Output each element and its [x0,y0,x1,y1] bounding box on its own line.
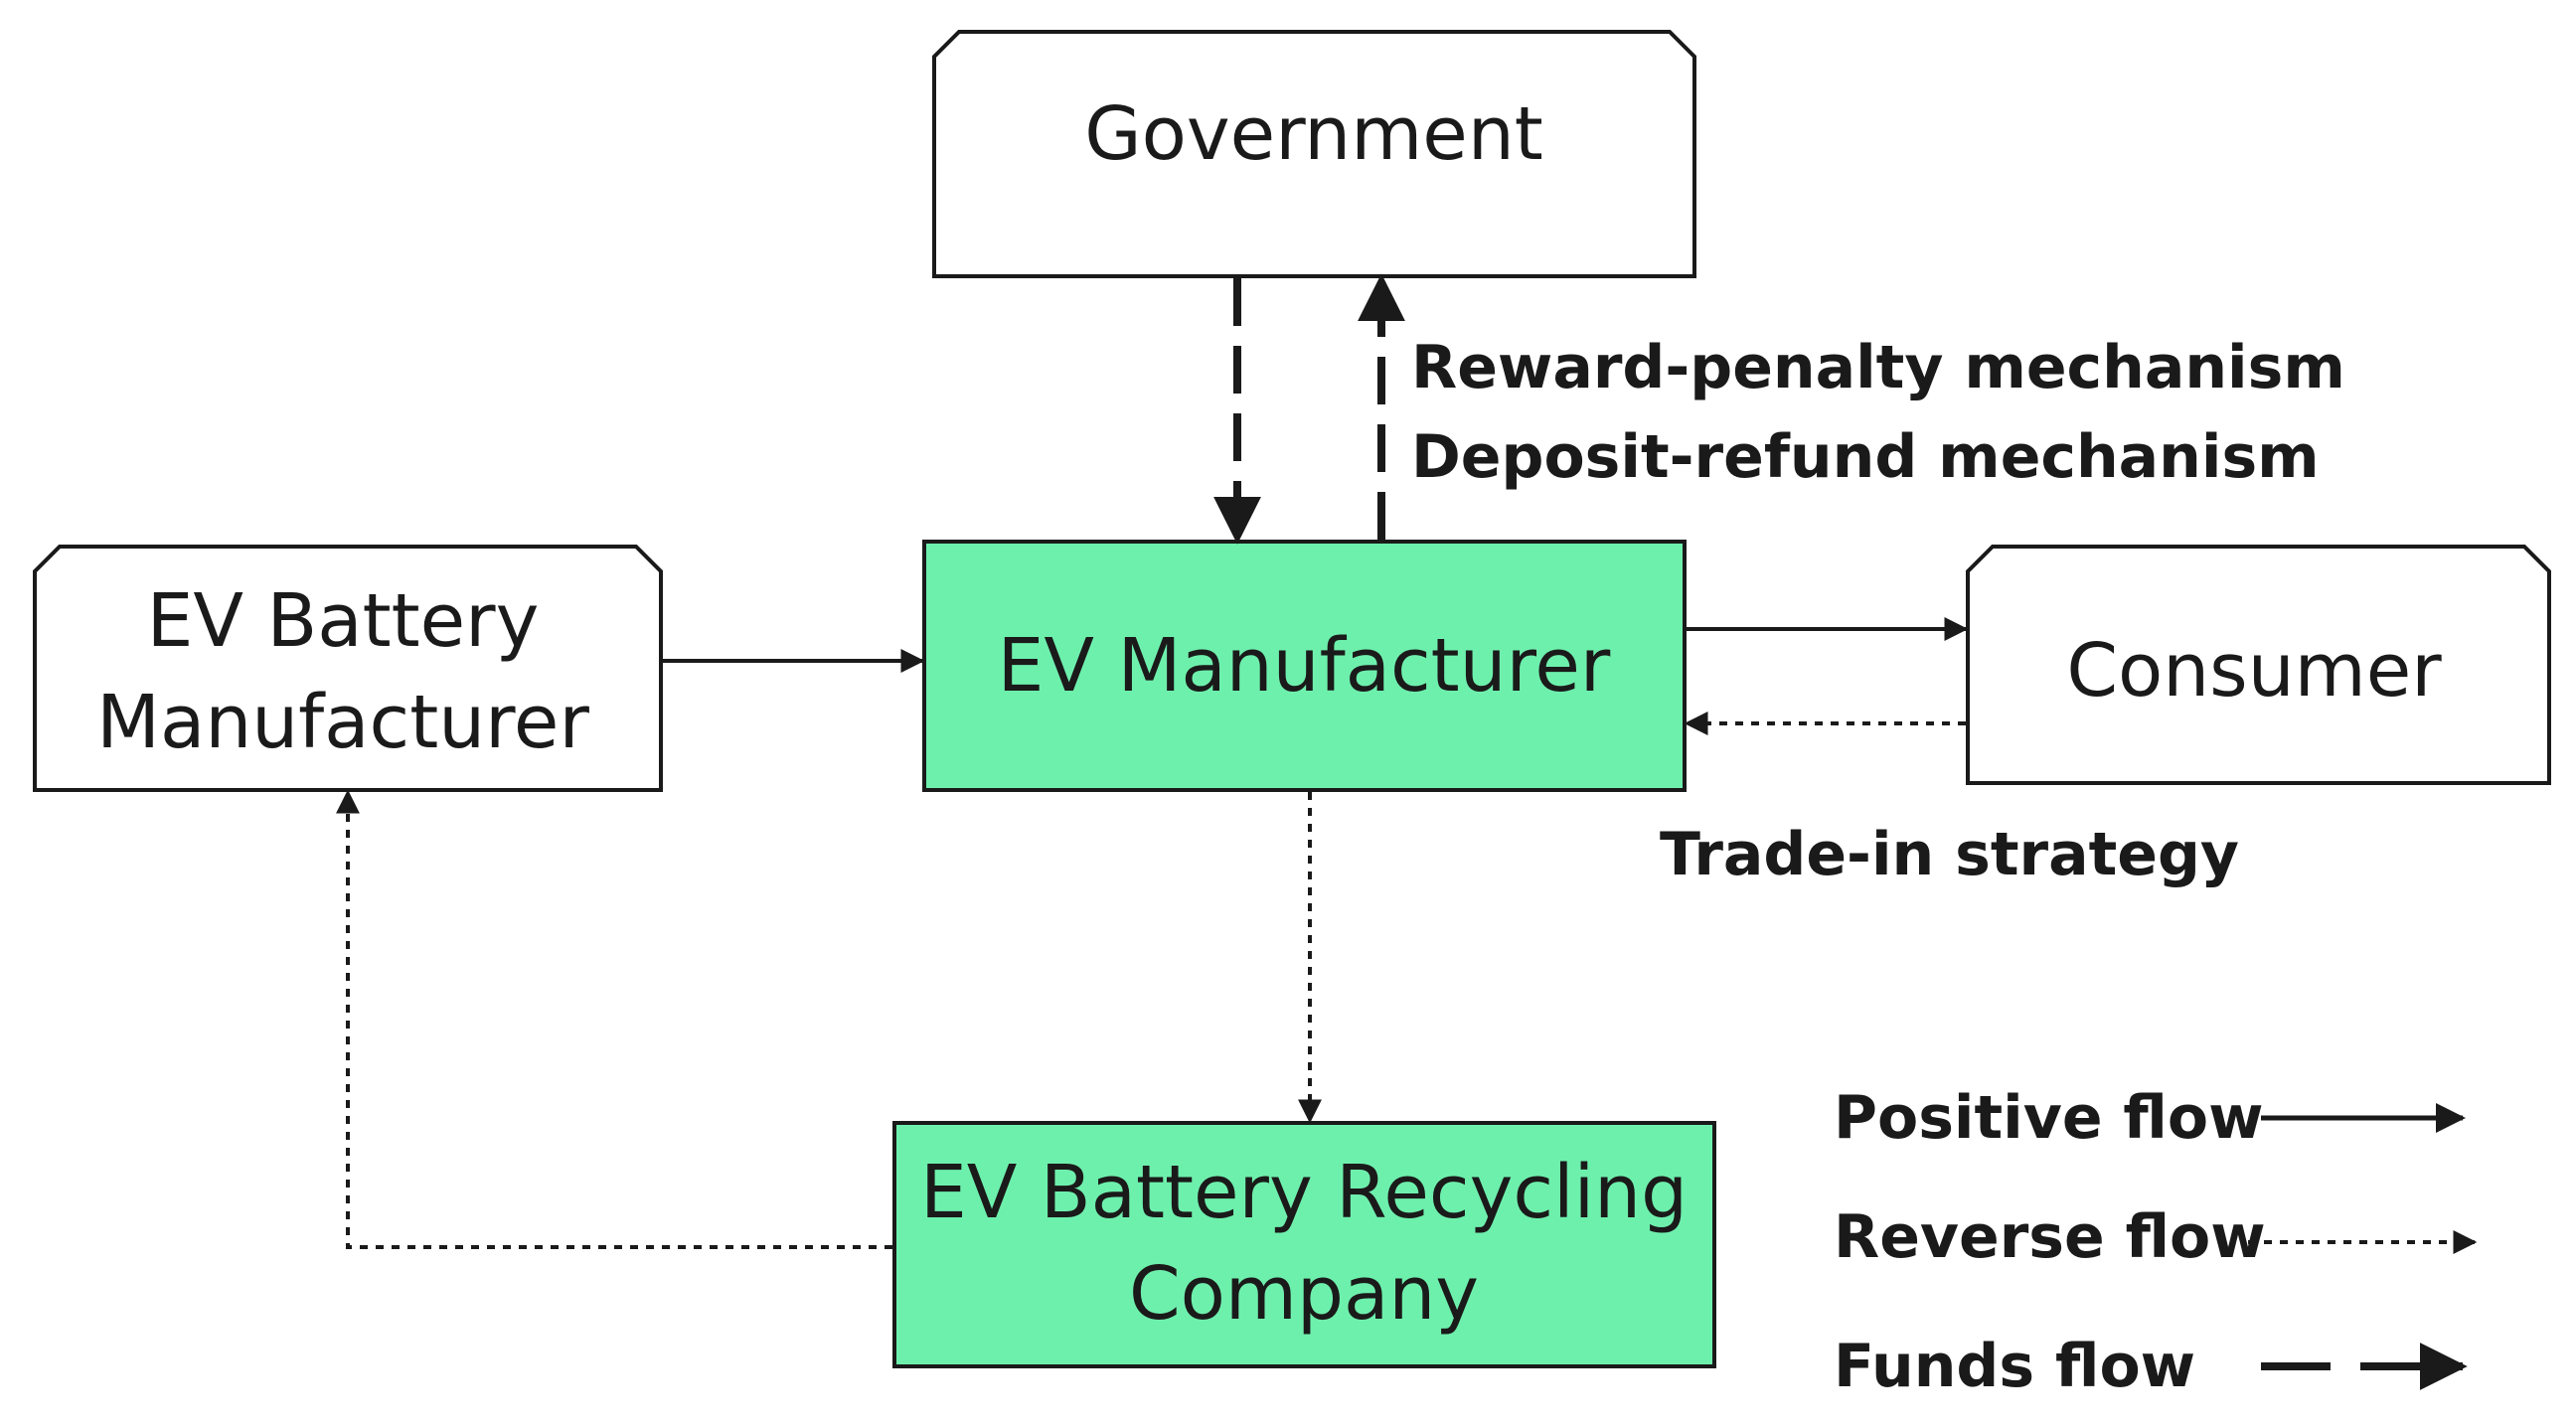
deposit-refund-label: Deposit-refund mechanism [1411,422,2320,492]
recycling-company-label-line2: Company [1129,1251,1479,1337]
legend-funds-flow-label: Funds flow [1834,1332,2195,1401]
recycling-company-label-line1: EV Battery Recycling [920,1150,1688,1235]
ev-manufacturer-node: EV Manufacturer [922,540,1687,792]
reward-penalty-label: Reward-penalty mechanism [1411,333,2345,402]
trade-in-strategy-label: Trade-in strategy [1660,820,2239,889]
ev-battery-manufacturer-node: EV Battery Manufacturer [33,545,663,792]
reverse-flow-recycling-to-battery [336,789,892,1249]
consumer-node: Consumer [1966,545,2551,785]
ev-battery-manufacturer-label-line2: Manufacturer [96,680,589,765]
ev-manufacturer-label: EV Manufacturer [998,623,1611,709]
recycling-company-node: EV Battery Recycling Company [892,1121,1716,1368]
government-node: Government [932,30,1696,278]
ev-battery-manufacturer-label-line1: EV Battery [147,578,540,664]
consumer-label: Consumer [2066,628,2442,714]
legend-positive-flow-label: Positive flow [1834,1083,2264,1153]
legend-reverse-flow-label: Reverse flow [1834,1202,2266,1272]
government-label: Government [1084,91,1543,177]
legend: Positive flow Reverse flow Funds flow [1834,1083,2478,1401]
